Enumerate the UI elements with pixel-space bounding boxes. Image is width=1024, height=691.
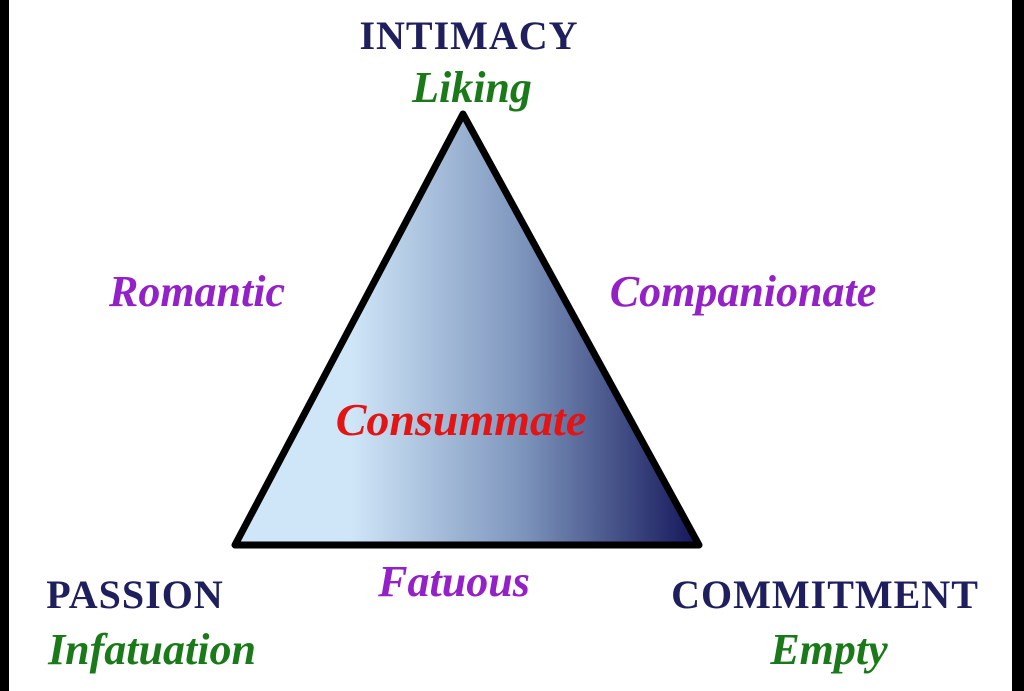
side-label-romantic: Romantic (108, 267, 286, 316)
vertex-label-passion: PASSION (46, 572, 224, 617)
vertex-label-intimacy: INTIMACY (359, 13, 579, 58)
center-label-consummate: Consummate (335, 394, 587, 445)
triangle-graphic (231, 110, 703, 549)
love-triangle (231, 110, 703, 549)
love-triangle-diagram: INTIMACY Liking Romantic Companionate Co… (9, 0, 1012, 691)
side-label-companionate: Companionate (609, 267, 877, 316)
vertex-label-commitment: COMMITMENT (671, 572, 979, 617)
love-type-empty: Empty (770, 625, 888, 674)
love-type-liking: Liking (412, 63, 532, 112)
love-type-infatuation: Infatuation (48, 625, 256, 674)
side-label-fatuous: Fatuous (378, 557, 530, 606)
